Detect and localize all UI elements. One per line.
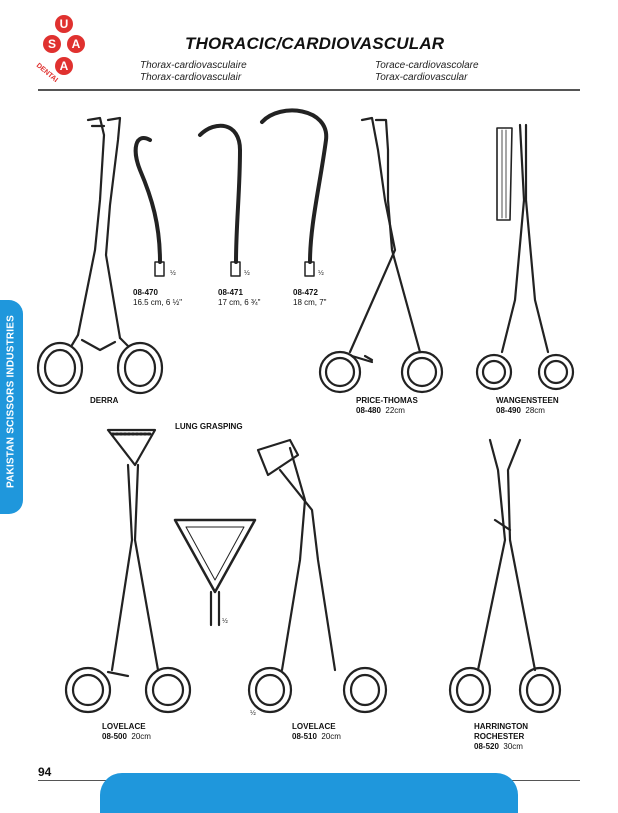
name-490: WANGENSTEEN [496,396,559,405]
size-500: 20cm [131,732,151,741]
size-470: 16.5 cm, 6 ½" [133,298,183,307]
lovelace-500-forceps-image [64,428,192,714]
code-472: 08-472 [293,288,318,297]
name-derra: DERRA [90,396,119,405]
clamp-472-image [260,108,329,277]
footer-bar [100,773,518,813]
lung-grasping-heading: LUNG GRASPING [175,422,243,431]
scale-510: ½ [250,710,256,717]
subtitle-nl: Thorax-cardiovasculair [140,72,242,83]
label-490: WANGENSTEEN 08-490 28cm [496,396,559,416]
code-520: 08-520 [474,742,499,751]
page-number: 94 [38,765,52,779]
code-470: 08-470 [133,288,158,297]
lovelace-510-forceps-image [247,438,388,714]
name-500: LOVELACE [102,722,146,731]
name-520-line1: HARRINGTON [474,722,529,731]
clamp-470-image [133,136,165,277]
name-520-line2: ROCHESTER [474,732,525,741]
derra-clamp-image [36,116,164,395]
code-480: 08-480 [356,406,381,415]
size-520: 30cm [503,742,523,751]
label-480: PRICE-THOMAS 08-480 22cm [356,396,418,416]
wangensteen-forceps-image [475,123,575,391]
harrington-rochester-forceps-image [448,438,562,714]
subtitle-fr: Thorax-cardiovasculaire [140,60,247,71]
size-472: 18 cm, 7" [293,298,327,307]
scale-470: ½ [170,270,176,277]
clamp-471-image [198,123,242,277]
label-472: 08-472 18 cm, 7" [293,288,327,308]
code-490: 08-490 [496,406,521,415]
code-471: 08-471 [218,288,243,297]
lung-grasping-detail-image [173,518,257,627]
section-lung-grasping: LUNG GRASPING [175,422,243,432]
label-520: HARRINGTON ROCHESTER 08-520 30cm [474,722,528,752]
side-tab [0,300,23,514]
header-divider [38,89,580,91]
size-480: 22cm [385,406,405,415]
label-510: LOVELACE 08-510 20cm [292,722,341,742]
scale-472: ½ [318,270,324,277]
name-510: LOVELACE [292,722,336,731]
size-490: 28cm [525,406,545,415]
logo-letter-u: U [60,17,69,31]
subtitle-es: Torax-cardiovascular [375,72,468,83]
logo-letter-a: A [72,37,81,51]
label-derra: DERRA [90,396,118,406]
scale-lung-detail: ½ [222,618,228,625]
page-title: THORACIC/CARDIOVASCULAR [185,34,445,53]
subtitle-it: Torace-cardiovascolare [375,60,479,71]
label-500: LOVELACE 08-500 20cm [102,722,151,742]
price-thomas-forceps-image [318,116,444,394]
name-480: PRICE-THOMAS [356,396,418,405]
usa-dental-logo: U S A A DENTAL [30,14,98,82]
code-510: 08-510 [292,732,317,741]
logo-letter-a2: A [60,59,69,73]
code-500: 08-500 [102,732,127,741]
logo-letter-s: S [48,37,56,51]
size-510: 20cm [321,732,341,741]
scale-471: ½ [244,270,250,277]
size-471: 17 cm, 6 ¾" [218,298,261,307]
label-470: 08-470 16.5 cm, 6 ½" [133,288,182,308]
label-471: 08-471 17 cm, 6 ¾" [218,288,260,308]
